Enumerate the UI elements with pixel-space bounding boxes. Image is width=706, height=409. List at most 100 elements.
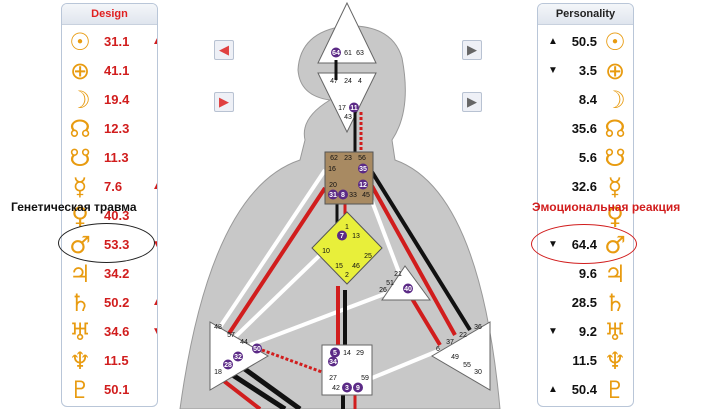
gate-63-label: 63 — [356, 50, 364, 57]
planet-row[interactable]: ☋ 5.6 — [538, 144, 633, 172]
gate-61-label: 61 — [344, 50, 352, 57]
earth-icon: ⊕ — [69, 57, 91, 85]
gate-51-label: 51 — [386, 280, 394, 287]
gate-44-label: 44 — [240, 339, 248, 346]
planet-row[interactable]: ♀ — [538, 202, 633, 230]
channel-16-48 — [216, 168, 327, 332]
gate-21-label: 21 — [394, 271, 402, 278]
planet-row[interactable]: ♃9.6 — [538, 260, 633, 288]
ajna-center — [317, 72, 377, 134]
planet-row[interactable]: ♄50.2▲ — [62, 289, 157, 317]
planet-value: 50.1 — [104, 382, 130, 397]
design-forward-button[interactable]: ▶ — [214, 92, 234, 112]
gate-59-label: 59 — [361, 375, 369, 382]
channel-40-37 — [406, 290, 442, 347]
gate-40-label: 40 — [404, 286, 412, 293]
gate-26-label: 26 — [379, 287, 387, 294]
gate-35-label: 35 — [359, 166, 367, 173]
solar-plexus-center — [431, 321, 491, 391]
planet-row[interactable]: ☉31.1▲ — [62, 28, 157, 56]
gate-33-label: 33 — [349, 192, 357, 199]
planet-row[interactable]: ⊕ 41.1 — [62, 57, 157, 85]
gate-48-label: 48 — [214, 324, 222, 331]
planet-row[interactable]: ♆11.5 — [62, 347, 157, 375]
south-node-icon: ☋ — [69, 144, 91, 172]
channel-12-22 — [370, 185, 457, 336]
channel-59-6 — [371, 348, 441, 380]
gate-34-label: 34 — [329, 359, 337, 366]
planet-row[interactable]: ⊕3.5▼ — [538, 57, 633, 85]
channel-26-44 — [249, 288, 396, 347]
gate-12-marker — [358, 179, 368, 190]
planet-value: 35.6 — [571, 121, 597, 136]
earth-icon: ⊕ — [604, 57, 626, 85]
gate-7-marker — [337, 230, 347, 241]
planet-value: 41.1 — [104, 63, 130, 78]
gate-31-label: 31 — [329, 192, 337, 199]
planet-row[interactable]: ☽8.4 — [538, 86, 633, 114]
planet-value: 28.5 — [571, 295, 597, 310]
planet-row[interactable]: ☿7.6▲ — [62, 173, 157, 201]
channel-35-36 — [370, 170, 472, 332]
planet-row[interactable]: ♆11.5 — [538, 347, 633, 375]
gate-45-label: 45 — [362, 192, 370, 199]
gate-55-label: 55 — [463, 362, 471, 369]
gate-43-label: 43 — [344, 114, 352, 121]
gate-2-label: 2 — [345, 272, 349, 279]
head-center — [317, 1, 377, 64]
gate-3-label: 3 — [345, 385, 349, 392]
planet-value: 32.6 — [571, 179, 597, 194]
personality-back-button[interactable]: ▶ — [462, 92, 482, 112]
direction-arrow: ▲ — [548, 384, 558, 395]
gate-8-marker — [338, 189, 348, 200]
planet-row[interactable]: ☽19.4 — [62, 86, 157, 114]
gate-23-label: 23 — [344, 155, 352, 162]
gate-4-label: 4 — [358, 78, 362, 85]
channel-10-57 — [230, 253, 322, 342]
planet-row[interactable]: ☊ 35.6 — [538, 115, 633, 143]
gate-25-label: 25 — [364, 253, 372, 260]
channel-18-58 — [218, 376, 262, 409]
planet-row[interactable]: ♃34.2 — [62, 260, 157, 288]
channel-20-57 — [226, 186, 327, 337]
planet-value: 34.2 — [104, 266, 130, 281]
planet-row[interactable]: ♄ 28.5 — [538, 289, 633, 317]
gate-35-marker — [358, 163, 368, 174]
neptune-icon: ♆ — [604, 347, 626, 375]
direction-arrow: ▼ — [548, 65, 558, 76]
saturn-icon: ♄ — [604, 289, 626, 317]
sun-icon: ☉ — [604, 28, 626, 56]
planet-value: 5.6 — [578, 150, 597, 165]
gate-7-label: 7 — [340, 233, 344, 240]
planet-row[interactable]: ☉50.5▲ — [538, 28, 633, 56]
south-node-icon: ☋ — [604, 144, 626, 172]
channel-45-21 — [368, 195, 402, 276]
gate-47-label: 47 — [330, 78, 338, 85]
planet-value: 7.6 — [104, 179, 123, 194]
gate-13-label: 13 — [352, 233, 360, 240]
gate-36-label: 36 — [474, 324, 482, 331]
mercury-icon: ☿ — [72, 173, 88, 201]
north-node-icon: ☊ — [604, 115, 626, 143]
planet-row[interactable]: ☊12.3 — [62, 115, 157, 143]
planet-row[interactable]: ♇50.1 — [62, 376, 157, 404]
gate-49-label: 49 — [451, 354, 459, 361]
design-back-button[interactable]: ◀ — [214, 40, 234, 60]
planet-row[interactable]: ☋11.3 — [62, 144, 157, 172]
personality-forward-button[interactable]: ▶ — [462, 40, 482, 60]
gate-64-label: 64 — [332, 50, 340, 57]
planet-value: 50.2 — [104, 295, 130, 310]
planet-row[interactable]: ♅34.6▼ — [62, 318, 157, 346]
planet-row[interactable]: ♀40.3 — [62, 202, 157, 230]
planet-row[interactable]: ♇50.4▲ — [538, 376, 633, 404]
planet-row[interactable]: ☿32.6 — [538, 173, 633, 201]
gate-5-marker — [330, 347, 340, 358]
personality-panel: Personality ☉50.5▲⊕3.5▼☽8.4☊35.6☋5.6☿32.… — [537, 3, 634, 407]
gate-30-label: 30 — [474, 369, 482, 376]
planet-value: 19.4 — [104, 92, 130, 107]
gate-42-label: 42 — [332, 385, 340, 392]
gate-15-label: 15 — [335, 263, 343, 270]
gate-32-marker — [233, 351, 243, 362]
planet-row[interactable]: ♅9.2▼ — [538, 318, 633, 346]
